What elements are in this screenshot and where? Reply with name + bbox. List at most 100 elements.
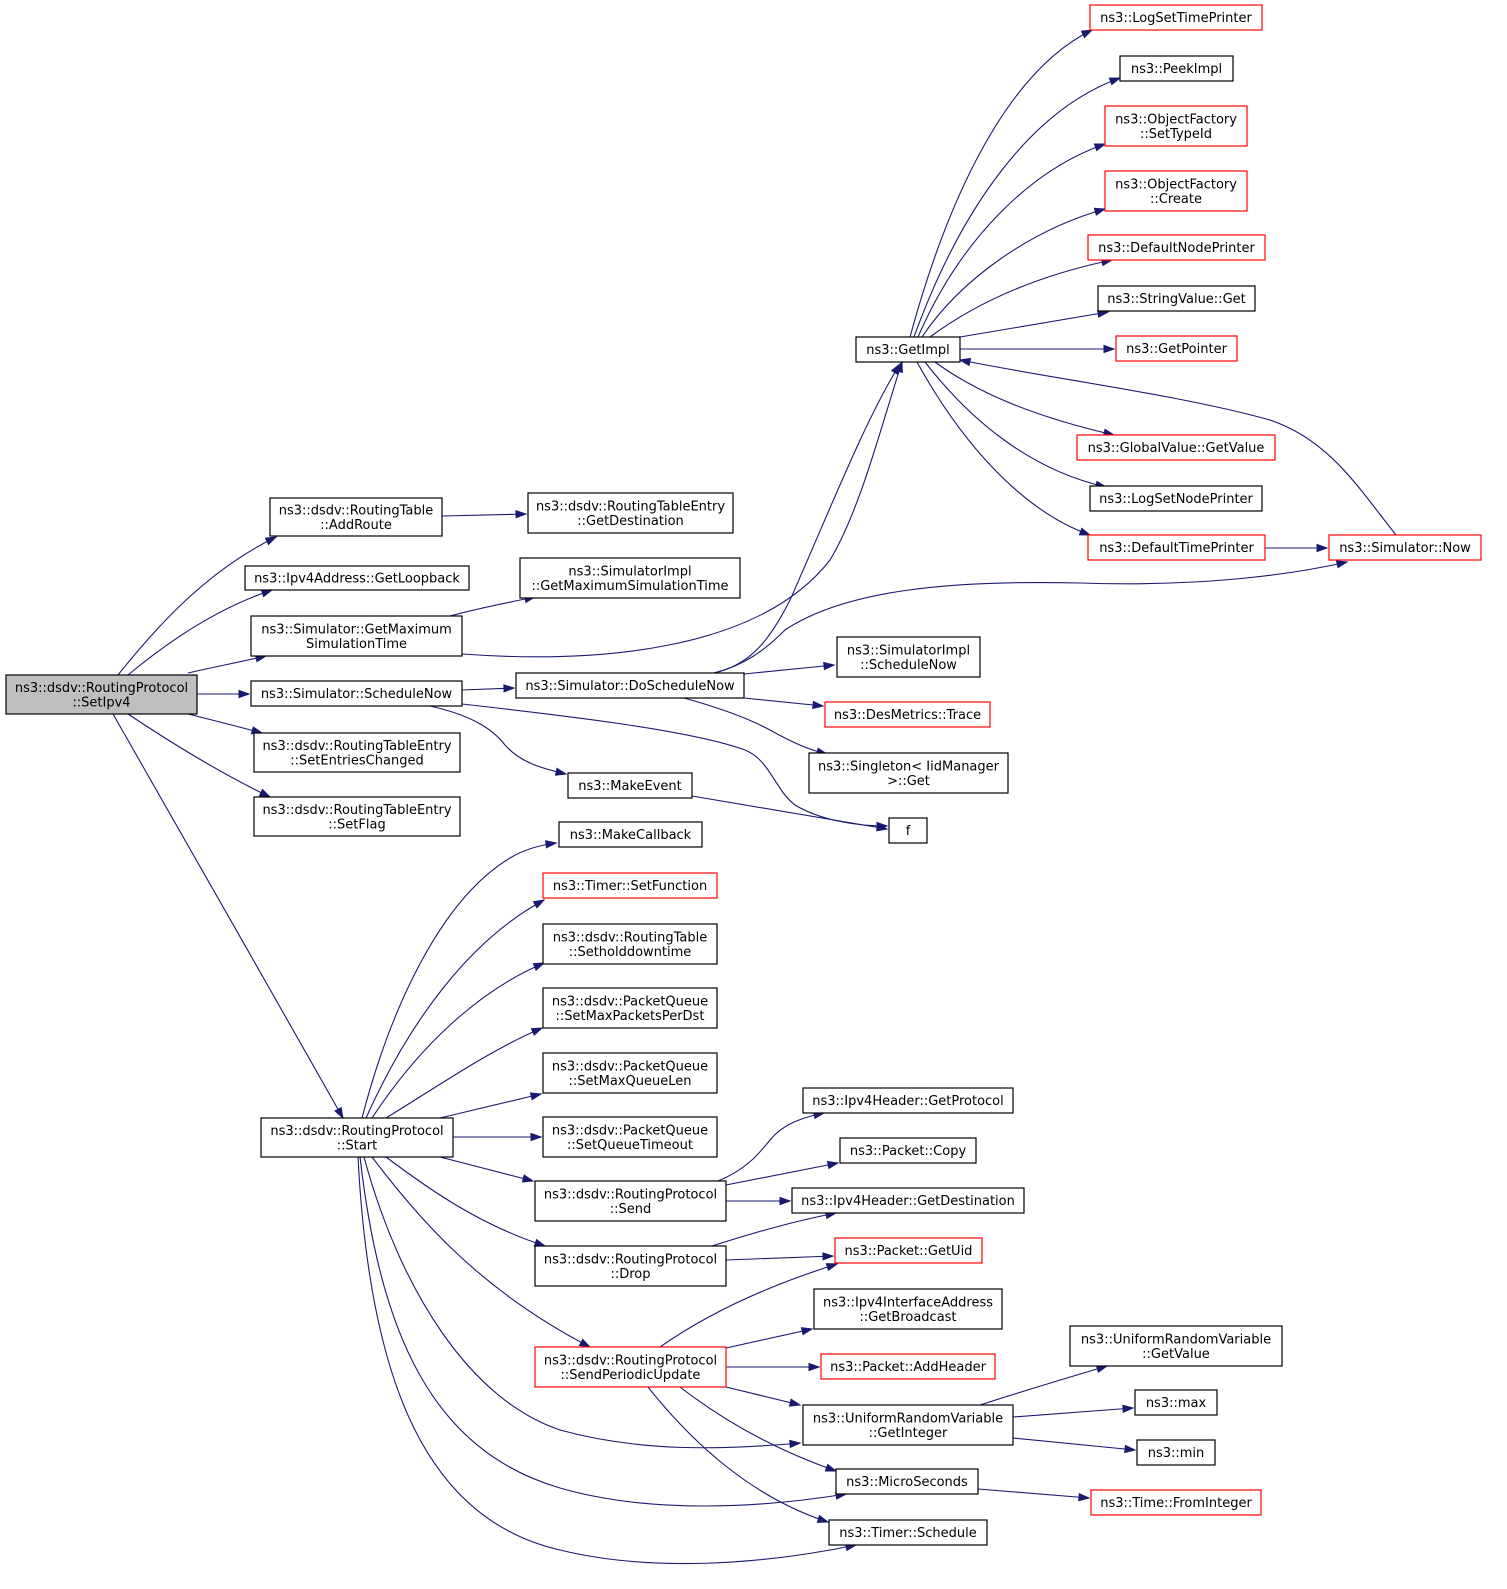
arrowhead-sim_schedulenow <box>238 689 251 699</box>
node-desmetrics-trace[interactable]: ns3::DesMetrics::Trace <box>824 701 991 728</box>
node-box <box>791 1187 1025 1214</box>
node-globalvalue-getvalue[interactable]: ns3::GlobalValue::GetValue <box>1076 434 1276 461</box>
node-getpointer[interactable]: ns3::GetPointer <box>1115 335 1238 362</box>
node-label: ::SetEntriesChanged <box>290 753 423 768</box>
node-box <box>558 821 703 848</box>
node-label: ::SetIpv4 <box>72 695 130 710</box>
call-edge-sendperiodicupdate-to-getbroadcast <box>725 1328 813 1349</box>
node-timer-schedule[interactable]: ns3::Timer::Schedule <box>828 1519 988 1546</box>
node-box <box>834 1237 983 1264</box>
arrowhead-setmaxqueuelen <box>529 1092 543 1101</box>
node-label: f <box>906 824 911 839</box>
node-box <box>1076 434 1276 461</box>
node-makecallback[interactable]: ns3::MakeCallback <box>558 821 703 848</box>
node-logsettimeprinter[interactable]: ns3::LogSetTimePrinter <box>1089 4 1263 31</box>
node-packet-copy[interactable]: ns3::Packet::Copy <box>839 1137 977 1164</box>
arrowhead-urv_getinteger <box>789 1439 802 1449</box>
node-label: ns3::ObjectFactory <box>1115 177 1237 192</box>
node-urv-getvalue[interactable]: ns3::UniformRandomVariable::GetValue <box>1069 1325 1283 1367</box>
node-sim-getmax[interactable]: ns3::Simulator::GetMaximumSimulationTime <box>250 615 463 657</box>
node-box <box>542 1116 718 1158</box>
node-label: ns3::Packet::Copy <box>850 1144 967 1159</box>
arrowhead-peekimpl <box>1108 77 1122 86</box>
node-box <box>519 557 741 599</box>
arrowhead-ipv4header_getdestination <box>779 1196 792 1206</box>
node-getbroadcast[interactable]: ns3::Ipv4InterfaceAddress::GetBroadcast <box>813 1288 1003 1330</box>
node-box <box>244 565 470 591</box>
node-addroute[interactable]: ns3::dsdv::RoutingTable::AddRoute <box>269 497 443 537</box>
node-label: ns3::Timer::Schedule <box>839 1526 976 1541</box>
node-label: ns3::Time::FromInteger <box>1100 1496 1252 1511</box>
node-f[interactable]: f <box>888 817 928 844</box>
call-edges <box>112 29 1397 1565</box>
node-defaultnodeprinter[interactable]: ns3::DefaultNodePrinter <box>1087 234 1266 261</box>
node-setqueuetimeout[interactable]: ns3::dsdv::PacketQueue::SetQueueTimeout <box>542 1116 718 1158</box>
node-setmaxqueuelen[interactable]: ns3::dsdv::PacketQueue::SetMaxQueueLen <box>542 1052 718 1094</box>
call-edge-getimpl-to-logsetnodeprinter <box>924 361 1107 488</box>
node-getdestination-rte[interactable]: ns3::dsdv::RoutingTableEntry::GetDestina… <box>527 492 734 534</box>
node-singleton-get[interactable]: ns3::Singleton< IidManager>::Get <box>808 752 1009 794</box>
node-packet-getuid[interactable]: ns3::Packet::GetUid <box>834 1237 983 1264</box>
arrowhead-getloopback <box>260 589 274 598</box>
node-max[interactable]: ns3::max <box>1134 1389 1218 1416</box>
node-setholddowntime[interactable]: ns3::dsdv::RoutingTable::Setholddowntime <box>542 923 718 965</box>
arrowhead-setmaxpacketsperdst <box>530 1027 544 1036</box>
arrowhead-timer_schedule <box>816 1514 830 1523</box>
node-ipv4header-getdestination[interactable]: ns3::Ipv4Header::GetDestination <box>791 1187 1025 1214</box>
node-setipv4[interactable]: ns3::dsdv::RoutingProtocol::SetIpv4 <box>5 674 198 715</box>
node-simulator-now[interactable]: ns3::Simulator::Now <box>1328 534 1482 561</box>
node-setentrieschanged[interactable]: ns3::dsdv::RoutingTableEntry::SetEntries… <box>253 732 461 773</box>
arrowhead-packet_addheader <box>808 1362 821 1372</box>
node-start[interactable]: ns3::dsdv::RoutingProtocol::Start <box>260 1117 454 1158</box>
node-defaulttimeprinter[interactable]: ns3::DefaultTimePrinter <box>1087 534 1266 561</box>
node-setmaxpacketsperdst[interactable]: ns3::dsdv::PacketQueue::SetMaxPacketsPer… <box>542 987 718 1029</box>
call-edge-setipv4-to-setflag <box>127 713 271 798</box>
node-sendperiodicupdate[interactable]: ns3::dsdv::RoutingProtocol::SendPeriodic… <box>534 1346 727 1388</box>
node-logsetnodeprinter[interactable]: ns3::LogSetNodePrinter <box>1089 485 1263 512</box>
node-label: ns3::DesMetrics::Trace <box>834 708 981 723</box>
node-microseconds[interactable]: ns3::MicroSeconds <box>835 1468 979 1495</box>
node-drop[interactable]: ns3::dsdv::RoutingProtocol::Drop <box>534 1245 727 1287</box>
call-edge-getimpl-to-globalvalue_getvalue <box>934 361 1115 436</box>
arrowhead-getimpl <box>958 357 972 367</box>
node-packet-addheader[interactable]: ns3::Packet::AddHeader <box>820 1353 996 1380</box>
node-objectfactory-settypeid[interactable]: ns3::ObjectFactory::SetTypeId <box>1104 105 1248 147</box>
node-label: ns3::SimulatorImpl <box>847 643 970 658</box>
arrowhead-getbroadcast <box>800 1327 814 1336</box>
node-doschedulenow[interactable]: ns3::Simulator::DoScheduleNow <box>515 672 745 699</box>
node-label: ns3::MakeCallback <box>570 828 692 843</box>
node-label: ns3::Ipv4Header::GetProtocol <box>812 1094 1004 1109</box>
node-setflag[interactable]: ns3::dsdv::RoutingTableEntry::SetFlag <box>253 796 461 837</box>
node-peekimpl[interactable]: ns3::PeekImpl <box>1119 55 1234 82</box>
node-label: ns3::Simulator::DoScheduleNow <box>525 679 735 694</box>
node-box <box>1090 1489 1262 1516</box>
call-edge-sendperiodicupdate-to-urv_getinteger <box>725 1386 801 1406</box>
node-timer-setfunction[interactable]: ns3::Timer::SetFunction <box>542 872 718 899</box>
call-edge-drop-to-ipv4header_getdestination <box>711 1212 837 1247</box>
call-edge-addroute-to-getdestination_rte <box>441 513 527 517</box>
node-objectfactory-create[interactable]: ns3::ObjectFactory::Create <box>1104 170 1248 212</box>
call-edge-start-to-timer_schedule <box>357 1156 857 1565</box>
node-box <box>1136 1439 1216 1466</box>
node-ipv4header-getprotocol[interactable]: ns3::Ipv4Header::GetProtocol <box>802 1087 1014 1114</box>
node-box <box>836 636 981 678</box>
node-send[interactable]: ns3::dsdv::RoutingProtocol::Send <box>534 1180 727 1222</box>
arrowhead-defaulttimeprinter <box>1078 527 1092 536</box>
node-label: ns3::dsdv::RoutingTableEntry <box>536 499 725 514</box>
node-urv-getinteger[interactable]: ns3::UniformRandomVariable::GetInteger <box>802 1404 1014 1446</box>
node-label: ns3::GetImpl <box>866 343 950 358</box>
node-stringvalue-get[interactable]: ns3::StringValue::Get <box>1097 285 1256 312</box>
node-impl-getmax[interactable]: ns3::SimulatorImpl::GetMaximumSimulation… <box>519 557 741 599</box>
node-min[interactable]: ns3::min <box>1136 1439 1216 1466</box>
node-makeevent[interactable]: ns3::MakeEvent <box>567 772 693 799</box>
node-getimpl[interactable]: ns3::GetImpl <box>855 336 961 363</box>
arrowhead-setholddowntime <box>532 962 546 971</box>
call-edge-start-to-setmaxqueuelen <box>439 1093 542 1119</box>
node-time-frominteger[interactable]: ns3::Time::FromInteger <box>1090 1489 1262 1516</box>
node-getloopback[interactable]: ns3::Ipv4Address::GetLoopback <box>244 565 470 591</box>
node-sim-schedulenow[interactable]: ns3::Simulator::ScheduleNow <box>250 680 463 707</box>
node-box <box>802 1404 1014 1446</box>
node-box <box>269 497 443 537</box>
node-box <box>534 1346 727 1388</box>
node-impl-schedulenow[interactable]: ns3::SimulatorImpl::ScheduleNow <box>836 636 981 678</box>
